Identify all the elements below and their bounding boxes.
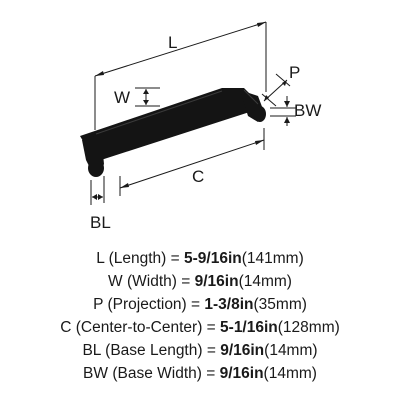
spec-metric: (141mm)	[241, 250, 304, 267]
spec-name: (Projection)	[107, 296, 187, 313]
spec-name: (Base Length)	[105, 342, 203, 359]
spec-abbr: P	[93, 296, 104, 313]
label-projection: P	[289, 63, 300, 82]
spec-equals: =	[176, 273, 195, 290]
spec-equals: =	[202, 319, 221, 336]
spec-value: 1-3/8in	[204, 296, 254, 313]
label-center-to-center: C	[192, 167, 204, 186]
spec-abbr: BW	[83, 365, 109, 382]
spec-line-length: L (Length) = 5-9/16in(141mm)	[0, 247, 400, 270]
spec-name: (Center-to-Center)	[75, 319, 203, 336]
spec-name: (Base Width)	[112, 365, 202, 382]
spec-abbr: BL	[82, 342, 101, 359]
spec-line-base-length: BL (Base Length) = 9/16in(14mm)	[0, 339, 400, 362]
spec-metric: (128mm)	[277, 319, 340, 336]
dimension-spec-list: L (Length) = 5-9/16in(141mm) W (Width) =…	[0, 247, 400, 385]
spec-name: (Width)	[126, 273, 177, 290]
spec-equals: =	[166, 250, 184, 267]
cabinet-handle	[80, 88, 266, 177]
spec-metric: (14mm)	[263, 365, 317, 382]
spec-line-base-width: BW (Base Width) = 9/16in(14mm)	[0, 362, 400, 385]
spec-line-projection: P (Projection) = 1-3/8in(35mm)	[0, 293, 400, 316]
center-to-center-dimension	[119, 128, 265, 196]
spec-abbr: C	[60, 319, 72, 336]
label-width: W	[114, 88, 130, 107]
spec-name: (Length)	[108, 250, 167, 267]
spec-metric: (35mm)	[253, 296, 307, 313]
spec-abbr: L	[96, 250, 105, 267]
projection-dimension	[261, 73, 291, 107]
handle-right-base	[254, 106, 266, 122]
spec-value: 9/16in	[219, 365, 264, 382]
spec-line-center-to-center: C (Center-to-Center) = 5-1/16in(128mm)	[0, 316, 400, 339]
spec-value: 5-9/16in	[184, 250, 242, 267]
label-base-length: BL	[90, 213, 111, 232]
base-width-dimension	[270, 96, 296, 126]
handle-dimension-diagram: L W P BW C BL	[80, 21, 321, 232]
width-dimension	[135, 87, 160, 107]
length-dimension	[94, 21, 267, 130]
spec-value: 9/16in	[220, 342, 265, 359]
spec-metric: (14mm)	[264, 342, 318, 359]
spec-value: 5-1/16in	[220, 319, 278, 336]
spec-equals: =	[186, 296, 205, 313]
spec-line-width: W (Width) = 9/16in(14mm)	[0, 270, 400, 293]
handle-bar	[80, 88, 262, 160]
spec-equals: =	[201, 365, 220, 382]
spec-value: 9/16in	[194, 273, 239, 290]
base-length-dimension	[90, 176, 105, 205]
handle-left-base	[88, 159, 104, 177]
spec-metric: (14mm)	[238, 273, 292, 290]
spec-abbr: W	[108, 273, 123, 290]
spec-equals: =	[202, 342, 221, 359]
label-length: L	[168, 33, 177, 52]
label-base-width: BW	[294, 101, 321, 120]
